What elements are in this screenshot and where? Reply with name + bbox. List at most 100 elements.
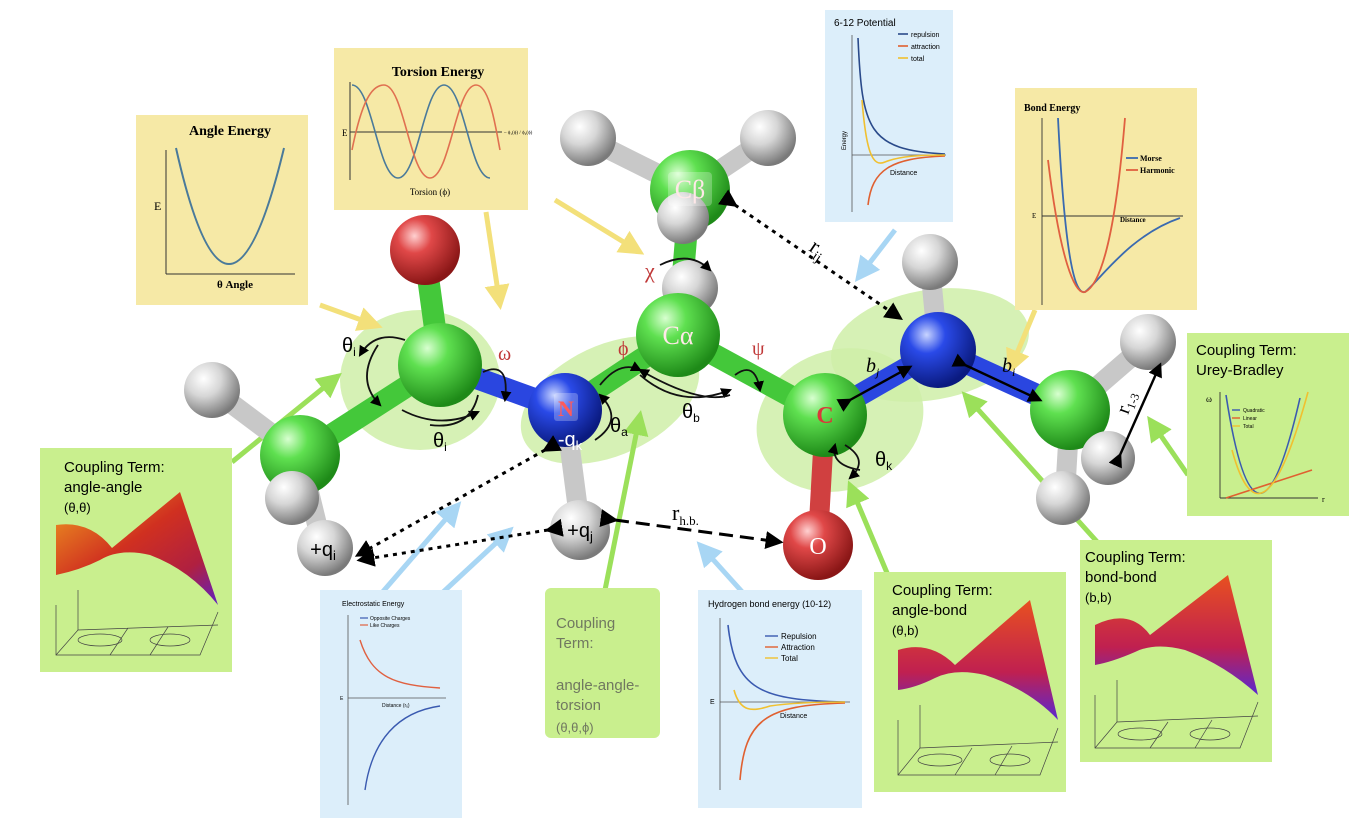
- torsion-energy-xlabel: Torsion (ϕ): [410, 187, 450, 197]
- aa-title-2: angle-angle: [64, 479, 142, 496]
- panel-bond-energy: Bond Energy Morse Harmonic E Distance: [1015, 88, 1197, 310]
- ub-title-1: Coupling Term:: [1196, 342, 1297, 359]
- ub-legend-total: Total: [1243, 424, 1254, 430]
- panel-torsion-energy: Torsion Energy E Torsion (ϕ) – ϕ₁(ϕ) / ϕ…: [334, 48, 533, 210]
- torsion-energy-title: Torsion Energy: [392, 65, 484, 80]
- label-rhb: r: [672, 500, 680, 525]
- aat-line-1: Coupling: [556, 615, 615, 632]
- lj-ylabel: Energy: [842, 131, 848, 150]
- label-theta-i-bottom-sub: i: [444, 440, 447, 454]
- svg-text:rh.b.: rh.b.: [672, 500, 699, 528]
- interaction-lines: [354, 189, 903, 567]
- label-theta-k: θ: [875, 449, 886, 471]
- bond-legend-harmonic: Harmonic: [1140, 166, 1175, 175]
- panel-lj-potential: 6-12 Potential repulsion attraction tota…: [825, 10, 953, 222]
- angle-energy-xlabel: θ Angle: [217, 279, 253, 291]
- atom-hydrogen-qj: [550, 500, 610, 560]
- label-qj: +q: [567, 520, 590, 542]
- bond-legend-morse: Morse: [1140, 154, 1162, 163]
- panel-electrostatic: Electrostatic Energy Opposite Charges Li…: [320, 590, 462, 818]
- svg-text:rij: rij: [803, 233, 832, 265]
- lj-legend-total: total: [911, 56, 925, 63]
- panel-hbond: Hydrogen bond energy (10-12) Repulsion A…: [698, 590, 862, 808]
- lj-title: 6-12 Potential: [834, 18, 896, 29]
- angle-energy-title: Angle Energy: [189, 124, 271, 139]
- panel-angle-bond: Coupling Term: angle-bond (θ,b): [874, 572, 1066, 792]
- angle-energy-ylabel: E: [154, 199, 161, 213]
- hbond-ylabel: E: [710, 699, 715, 706]
- atom-oxygen-1: [390, 215, 460, 285]
- atom-nitrogen: [528, 373, 602, 447]
- atom-hydrogen-r3: [1036, 471, 1090, 525]
- arrow-angle-bond: [846, 480, 893, 581]
- label-theta-k-sub: k: [886, 459, 893, 473]
- atom-hydrogen-n2: [902, 234, 958, 290]
- label-qi: +q: [310, 539, 333, 561]
- aat-line-2: Term:: [556, 635, 594, 652]
- ub-legend-quadratic: Quadratic: [1243, 408, 1265, 414]
- arrow-angle-angle-torsion: [602, 410, 649, 591]
- label-theta-b-sub: b: [693, 411, 700, 425]
- label-omega: ω: [498, 343, 511, 365]
- elec-legend-opposite: Opposite Charges: [370, 616, 411, 622]
- label-phi: ϕ: [618, 338, 629, 360]
- label-ca: Cα: [663, 321, 694, 350]
- arrow-elec-1: [378, 501, 462, 597]
- bond-energy-title: Bond Energy: [1024, 103, 1080, 114]
- ab-title-3: (θ,b): [892, 623, 919, 638]
- elec-ylabel: E: [340, 696, 344, 702]
- label-r13-sub: 1-3: [1124, 391, 1143, 411]
- aa-title-1: Coupling Term:: [64, 459, 165, 476]
- ub-ylabel: ω: [1206, 394, 1212, 404]
- label-bj: b: [866, 355, 876, 377]
- label-qi-sub: i: [333, 548, 336, 563]
- ab-surface: [898, 600, 1058, 720]
- panel-urey-bradley: Coupling Term: Urey-Bradley Quadratic Li…: [1187, 333, 1349, 516]
- bb-surface: [1095, 575, 1258, 695]
- label-theta-a: θ: [610, 415, 621, 437]
- atom-hydrogen-r1: [1120, 314, 1176, 370]
- arrow-lj: [854, 228, 897, 282]
- ub-xlabel: r: [1322, 495, 1325, 504]
- bb-title-1: Coupling Term:: [1085, 549, 1186, 566]
- label-theta-i-top: θ: [342, 335, 353, 357]
- hbond-title: Hydrogen bond energy (10-12): [708, 599, 831, 609]
- svg-text:bi: bi: [1002, 355, 1015, 379]
- atom-labels: Cβ Cα N -qk C O +qj +qi: [310, 172, 834, 563]
- label-bj-sub: j: [874, 365, 880, 379]
- label-neg-charge-sub: k: [576, 438, 583, 453]
- svg-text:-qk: -qk: [558, 429, 583, 453]
- hbond-legend-total: Total: [781, 654, 798, 663]
- atom-hydrogen-cb1: [560, 110, 616, 166]
- label-psi: ψ: [752, 338, 765, 360]
- bond-energy-ylabel: E: [1032, 212, 1036, 220]
- panel-angle-angle: Coupling Term: angle-angle (θ,θ): [40, 448, 232, 672]
- aa-surface: [56, 492, 218, 605]
- hbond-legend-repulsion: Repulsion: [781, 632, 817, 641]
- torsion-energy-legend: – ϕ₁(ϕ) / ϕ₂(ϕ): [503, 131, 533, 136]
- svg-text:θi: θi: [342, 335, 356, 359]
- panel-angle-energy: Angle Energy E θ Angle: [136, 115, 308, 305]
- elec-xlabel: Distance (rᵢⱼ): [382, 703, 410, 709]
- arrow-angle-energy: [319, 302, 383, 331]
- ab-title-2: angle-bond: [892, 602, 967, 619]
- geometry-labels: ω ϕ ψ χ θi θi θa θb θk rij rh.b. r1-3 bj…: [342, 233, 1142, 528]
- label-chi: χ: [644, 258, 655, 283]
- atom-carbon-alpha: [636, 293, 720, 377]
- atom-hydrogen-cb2: [740, 110, 796, 166]
- aat-line-4: torsion: [556, 697, 601, 714]
- svg-text:θb: θb: [682, 401, 700, 425]
- label-bi: b: [1002, 355, 1012, 377]
- bb-title-2: bond-bond: [1085, 569, 1157, 586]
- panel-angle-angle-torsion: Coupling Term: angle-angle- torsion (θ,θ…: [545, 588, 660, 738]
- atom-hydrogen-cb3: [657, 192, 709, 244]
- atom-hydrogen-l1: [184, 362, 240, 418]
- torsion-energy-ylabel: E: [342, 128, 348, 138]
- atoms: [184, 110, 1176, 580]
- label-n: N: [558, 396, 574, 421]
- svg-text:θa: θa: [610, 415, 628, 439]
- ub-title-2: Urey-Bradley: [1196, 362, 1284, 379]
- atom-hydrogen-l2: [265, 471, 319, 525]
- svg-text:+qi: +qi: [310, 539, 336, 563]
